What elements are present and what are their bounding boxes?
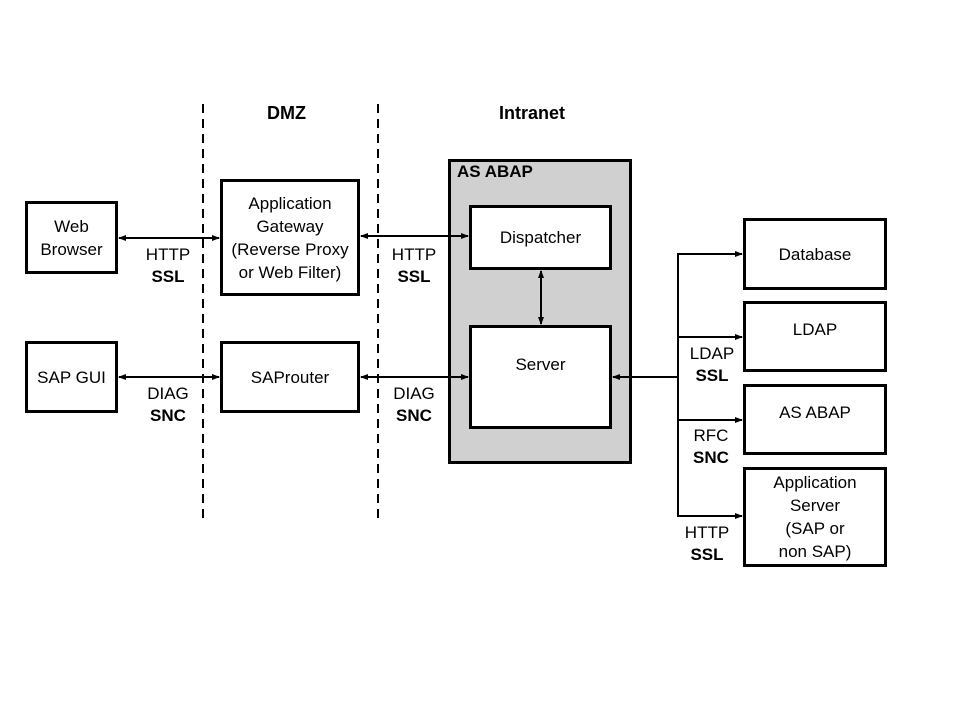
protocol-text: DIAG [393,384,435,403]
appserver-line-1: Application [773,473,857,492]
protocol-text: HTTP [684,523,730,542]
node-application-gateway[interactable]: Application Gateway (Reverse Proxy or We… [220,179,360,296]
security-text: SSL [151,267,185,286]
label-browser-gateway: HTTP SSL [140,244,196,288]
security-text: SNC [396,406,432,425]
security-text: SNC [150,406,186,425]
label-server-ldap: LDAP SSL [684,343,740,387]
gateway-line-4: or Web Filter) [238,262,342,282]
node-saprouter[interactable]: SAProuter [220,341,360,413]
node-database-label: Database [778,244,852,264]
node-saprouter-label: SAProuter [250,367,330,387]
node-dispatcher[interactable]: Dispatcher [469,205,612,270]
appserver-line-2: Server [789,496,841,515]
protocol-text: HTTP [391,245,437,264]
node-server-label: Server [515,355,566,374]
appserver-line-3: (SAP or [785,519,845,538]
gateway-line-3: (Reverse Proxy [231,239,349,259]
node-ldap-label: LDAP [792,320,838,339]
protocol-text: DIAG [147,384,189,403]
zone-label-dmz: DMZ [267,103,306,123]
security-text: SSL [397,267,431,286]
security-text: SNC [693,448,729,467]
node-web-browser-label: Web Browser [40,216,103,259]
node-web-browser[interactable]: Web Browser [25,201,118,274]
label-server-asabap: RFC SNC [683,425,739,469]
protocol-text: LDAP [689,344,735,363]
label-gateway-dispatcher: HTTP SSL [386,244,442,288]
gateway-line-2: Gateway [256,216,324,236]
node-sap-gui-label: SAP GUI [37,367,106,387]
node-sap-gui[interactable]: SAP GUI [25,341,118,413]
gateway-line-1: Application [248,193,332,213]
label-sapgui-saprouter: DIAG SNC [140,383,196,427]
node-dispatcher-label: Dispatcher [499,228,582,247]
label-server-appserver: HTTP SSL [679,522,735,566]
security-text: SSL [695,366,729,385]
zone-label-intranet: Intranet [499,103,566,123]
node-server[interactable]: Server [469,325,612,429]
protocol-text: RFC [693,426,729,445]
label-saprouter-server: DIAG SNC [386,383,442,427]
node-ldap[interactable]: LDAP [743,301,887,372]
node-as-abap-remote[interactable]: AS ABAP [743,384,887,455]
node-as-abap-remote-label: AS ABAP [779,403,851,422]
node-application-server[interactable]: Application Server (SAP or non SAP) [743,467,887,567]
security-text: SSL [690,545,724,564]
node-database[interactable]: Database [743,218,887,290]
protocol-text: HTTP [145,245,191,264]
appserver-line-4: non SAP) [778,542,852,561]
as-abap-container-title: AS ABAP [457,162,533,181]
